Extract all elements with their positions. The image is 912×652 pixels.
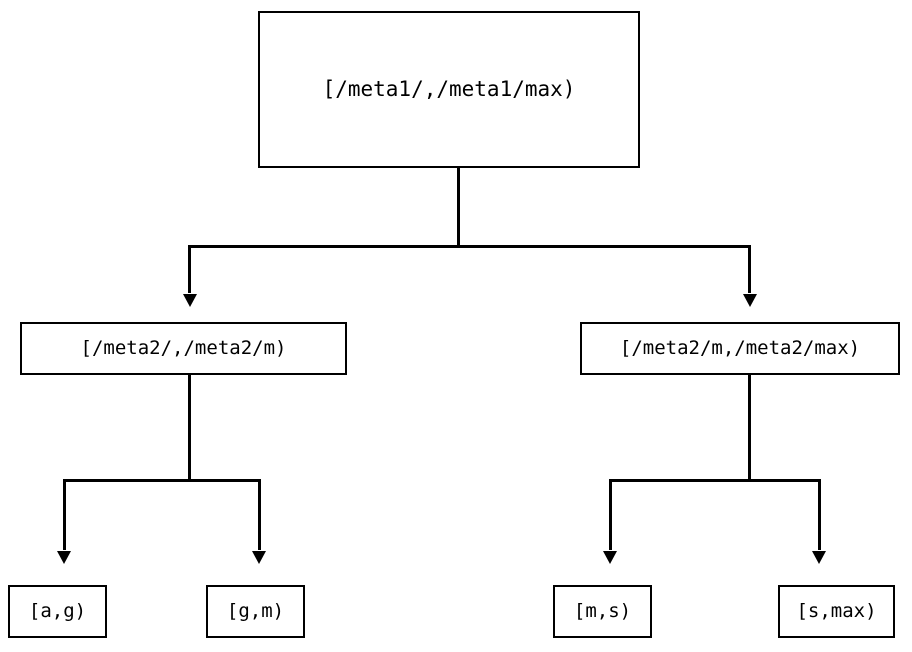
- arrowhead-down-icon-leaf-gm: [252, 551, 266, 564]
- edge-right-mid-branch-bar: [609, 479, 821, 482]
- tree-node-root-label: [/meta1/,/meta1/max): [322, 77, 576, 101]
- tree-node-leaf-smax-label: [s,max): [796, 600, 877, 622]
- edge-left-mid-to-leaf-ag: [63, 479, 66, 550]
- arrowhead-down-icon-leaf-ms: [603, 551, 617, 564]
- edge-root-to-right-mid: [748, 245, 751, 293]
- arrowhead-down-icon-left-mid: [183, 294, 197, 307]
- tree-node-left-mid-label: [/meta2/,/meta2/m): [80, 337, 287, 359]
- tree-node-leaf-gm[interactable]: [g,m): [206, 585, 305, 638]
- edge-left-mid-branch-bar: [63, 479, 261, 482]
- tree-node-leaf-smax[interactable]: [s,max): [778, 585, 895, 638]
- edge-right-mid-to-leaf-smax: [818, 479, 821, 550]
- edge-right-mid-to-leaf-ms: [609, 479, 612, 550]
- edge-left-mid-to-leaf-gm: [258, 479, 261, 550]
- edge-right-mid-stem: [748, 375, 751, 482]
- tree-node-right-mid[interactable]: [/meta2/m,/meta2/max): [580, 322, 900, 375]
- tree-node-leaf-gm-label: [g,m): [226, 600, 285, 622]
- tree-node-right-mid-label: [/meta2/m,/meta2/max): [619, 337, 861, 359]
- edge-left-mid-stem: [188, 375, 191, 482]
- tree-node-leaf-ag-label: [a,g): [28, 600, 87, 622]
- arrowhead-down-icon-leaf-smax: [812, 551, 826, 564]
- edge-root-stem: [457, 168, 460, 247]
- tree-node-left-mid[interactable]: [/meta2/,/meta2/m): [20, 322, 347, 375]
- arrowhead-down-icon-leaf-ag: [57, 551, 71, 564]
- tree-node-leaf-ms-label: [m,s): [573, 600, 632, 622]
- arrowhead-down-icon-right-mid: [743, 294, 757, 307]
- tree-node-leaf-ag[interactable]: [a,g): [8, 585, 107, 638]
- edge-root-branch-bar: [188, 245, 750, 248]
- tree-node-root[interactable]: [/meta1/,/meta1/max): [258, 11, 640, 168]
- edge-root-to-left-mid: [188, 245, 191, 293]
- tree-node-leaf-ms[interactable]: [m,s): [553, 585, 652, 638]
